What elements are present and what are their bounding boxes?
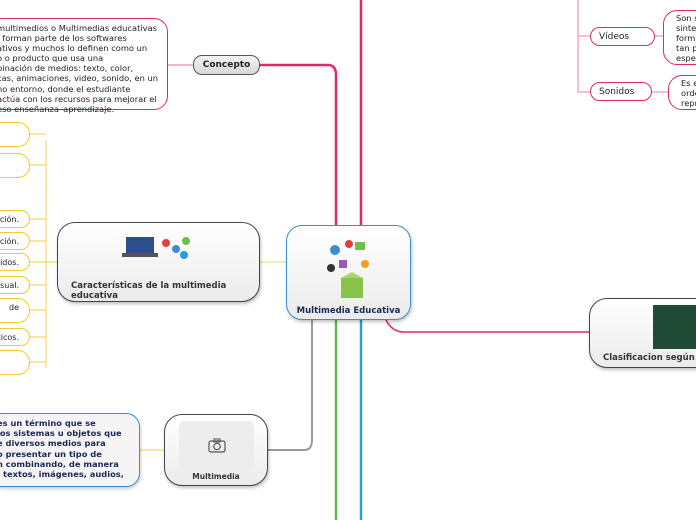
multimedia-label: Multimedia	[192, 472, 240, 481]
central-node[interactable]: Multimedia Educativa	[286, 225, 411, 320]
camera-icon	[179, 421, 254, 469]
chalkboard-image-icon	[653, 305, 696, 349]
concept-node[interactable]: Concepto	[193, 55, 260, 75]
characteristic-item[interactable]: cción.	[0, 232, 30, 250]
classification-label: Clasificacion según e	[603, 353, 696, 363]
central-node-label: Multimedia Educativa	[296, 306, 401, 316]
characteristic-item[interactable]: nidos.	[0, 253, 30, 271]
characteristics-node[interactable]: Características de la multimedia educati…	[57, 222, 260, 302]
characteristic-item[interactable]: isual.	[0, 276, 30, 294]
characteristic-item[interactable]	[0, 350, 30, 375]
videos-node[interactable]: Vídeos	[590, 27, 655, 46]
characteristic-item[interactable]: ticos.	[0, 328, 30, 346]
characteristic-item[interactable]: ación.	[0, 210, 30, 228]
characteristics-label: Características de la multimedia educati…	[71, 281, 227, 301]
characteristic-item[interactable]	[0, 153, 30, 178]
characteristic-item[interactable]: de	[0, 298, 30, 323]
multimedia-illustration-icon	[321, 234, 377, 302]
videos-description-box[interactable]: Son s sinte forma tan p espec	[663, 10, 696, 65]
characteristic-item[interactable]	[0, 122, 30, 147]
computer-illustration-icon	[120, 233, 200, 263]
multimedia-definition-box[interactable]: es un término que se los sistemas u obje…	[0, 413, 140, 489]
classification-node[interactable]: Clasificacion según e	[589, 298, 696, 368]
multimedia-node[interactable]: Multimedia	[164, 414, 268, 486]
sonidos-node[interactable]: Sonidos	[590, 82, 652, 101]
concept-definition-box[interactable]: multimedios o Multimedias educativas , f…	[0, 18, 168, 114]
sonidos-description-box[interactable]: Es e orde repr	[668, 75, 696, 110]
